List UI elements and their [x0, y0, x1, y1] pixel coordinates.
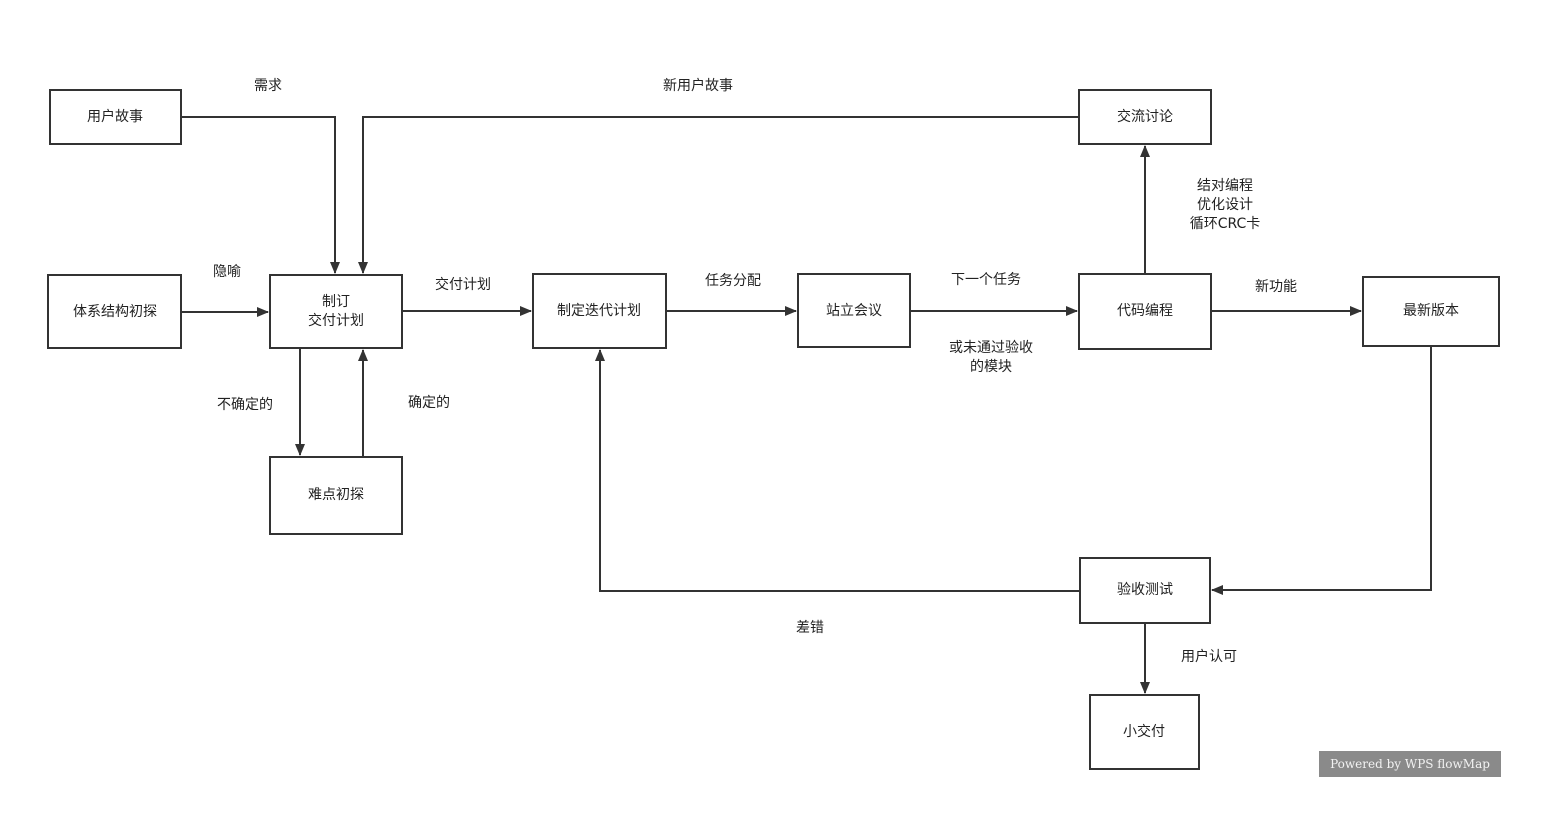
- label-metaphor: 隐喻: [213, 264, 241, 280]
- label-failed-modules-1: 或未通过验收: [949, 340, 1033, 356]
- svg-text:制定迭代计划: 制定迭代计划: [557, 303, 641, 319]
- node-acceptance-test: 验收测试: [1079, 557, 1211, 624]
- label-task-assignment: 任务分配: [705, 273, 761, 289]
- node-make-delivery-plan: 制订 交付计划: [269, 274, 403, 349]
- label-optimize-design: 优化设计: [1197, 197, 1253, 213]
- svg-text:站立会议: 站立会议: [826, 303, 882, 319]
- label-delivery-plan: 交付计划: [435, 276, 491, 293]
- label-new-feature: 新功能: [1255, 279, 1297, 295]
- edge-latest-to-acceptance: [1211, 346, 1432, 595]
- node-architecture-explore: 体系结构初探: [47, 274, 182, 349]
- svg-text:难点初探: 难点初探: [308, 486, 364, 503]
- svg-text:用户故事: 用户故事: [87, 108, 143, 125]
- svg-text:代码编程: 代码编程: [1117, 303, 1173, 319]
- svg-text:验收测试: 验收测试: [1117, 582, 1173, 598]
- edge-acceptance-to-iteration: [595, 349, 1080, 592]
- label-certain: 确定的: [408, 395, 450, 411]
- node-latest-version: 最新版本: [1362, 276, 1500, 347]
- svg-text:体系结构初探: 体系结构初探: [73, 303, 157, 320]
- powered-by-badge: Powered by WPS flowMap: [1319, 751, 1501, 777]
- node-iteration-plan: 制定迭代计划: [532, 273, 667, 349]
- node-small-delivery: 小交付: [1089, 694, 1200, 770]
- node-coding: 代码编程: [1078, 273, 1212, 350]
- svg-text:交付计划: 交付计划: [308, 312, 364, 329]
- svg-text:最新版本: 最新版本: [1403, 303, 1459, 319]
- label-next-task: 下一个任务: [951, 272, 1021, 288]
- edge-discussion-to-plan: [358, 116, 1079, 274]
- label-requirement: 需求: [254, 78, 282, 94]
- label-new-user-story: 新用户故事: [663, 77, 733, 94]
- svg-text:小交付: 小交付: [1123, 723, 1165, 740]
- label-failed-modules-2: 的模块: [970, 359, 1012, 375]
- label-errors: 差错: [796, 620, 824, 636]
- node-difficulty-explore: 难点初探: [269, 456, 403, 535]
- node-discussion: 交流讨论: [1078, 89, 1212, 145]
- edge-user-story-to-plan: [181, 116, 340, 274]
- node-user-story: 用户故事: [49, 89, 182, 145]
- label-user-approval: 用户认可: [1181, 648, 1237, 665]
- svg-text:制订: 制订: [322, 294, 350, 310]
- label-uncertain: 不确定的: [217, 397, 273, 413]
- svg-text:交流讨论: 交流讨论: [1117, 108, 1173, 125]
- label-crc-cards: 循环CRC卡: [1190, 216, 1261, 232]
- label-pair-programming: 结对编程: [1197, 178, 1253, 194]
- node-standup-meeting: 站立会议: [797, 273, 911, 348]
